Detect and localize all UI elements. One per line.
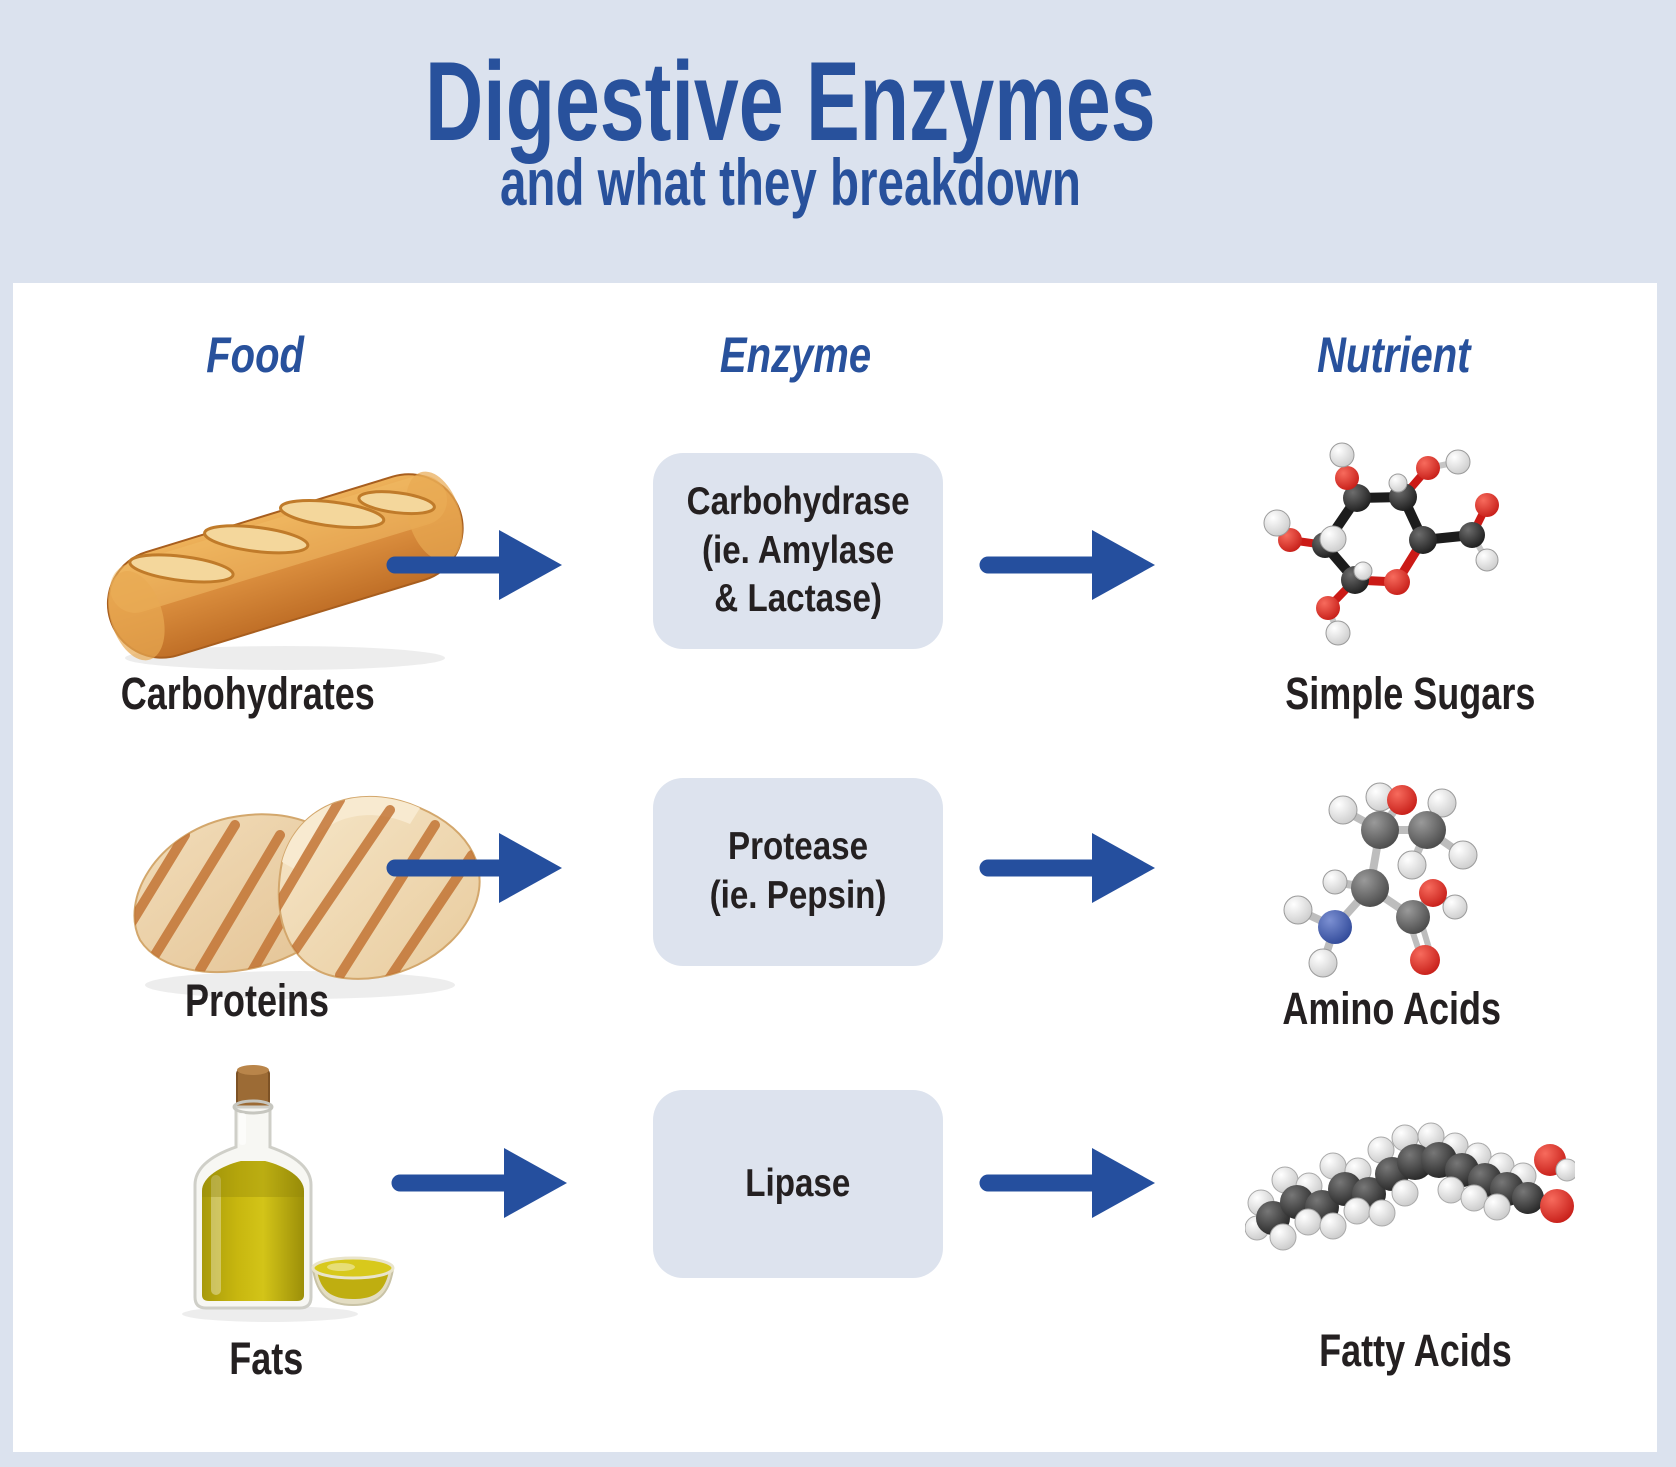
- enzyme-box-protease: Protease (ie. Pepsin): [653, 778, 943, 966]
- page-subtitle-text: and what they breakdown: [499, 145, 1081, 219]
- nutrient-label-simple-sugars: Simple Sugars: [1284, 668, 1536, 719]
- arrow-right-icon: [979, 530, 1155, 600]
- grilled-chicken-image: [133, 795, 481, 999]
- arrow-right-icon: [391, 1148, 567, 1218]
- nutrient-label-fatty-acids: Fatty Acids: [1318, 1325, 1512, 1376]
- arrow-right-icon: [979, 833, 1155, 903]
- arrow-right-icon: [979, 1148, 1155, 1218]
- page-subtitle: and what they breakdown: [0, 146, 1580, 219]
- olive-oil-bottle-image: [182, 1065, 395, 1322]
- column-header-nutrient: Nutrient: [1317, 327, 1471, 383]
- column-header-food: Food: [206, 327, 304, 383]
- arrow-right-icon: [386, 833, 562, 903]
- amino-acid-molecule-image: [1283, 782, 1478, 978]
- enzyme-box-protease-text: Protease (ie. Pepsin): [709, 825, 887, 917]
- food-label-fats: Fats: [228, 1333, 304, 1384]
- enzyme-box-carbohydrase-text: Carbohydrase (ie. Amylase & Lactase): [686, 479, 910, 621]
- fatty-acid-molecule-image: [1245, 1122, 1575, 1251]
- enzyme-box-carbohydrase: Carbohydrase (ie. Amylase & Lactase): [653, 453, 943, 649]
- food-label-proteins: Proteins: [184, 975, 330, 1026]
- column-header-enzyme: Enzyme: [719, 327, 871, 383]
- food-label-carbohydrates: Carbohydrates: [120, 668, 376, 719]
- enzyme-box-lipase-text: Lipase: [745, 1161, 851, 1205]
- enzyme-box-lipase: Lipase: [653, 1090, 943, 1278]
- nutrient-label-amino-acids: Amino Acids: [1282, 983, 1502, 1034]
- arrow-right-icon: [386, 530, 562, 600]
- glucose-molecule-image: [1263, 442, 1499, 646]
- page-title-text: Digestive Enzymes: [424, 39, 1156, 164]
- baguette-bread-image: [106, 471, 464, 670]
- page-title: Digestive Enzymes: [0, 40, 1580, 163]
